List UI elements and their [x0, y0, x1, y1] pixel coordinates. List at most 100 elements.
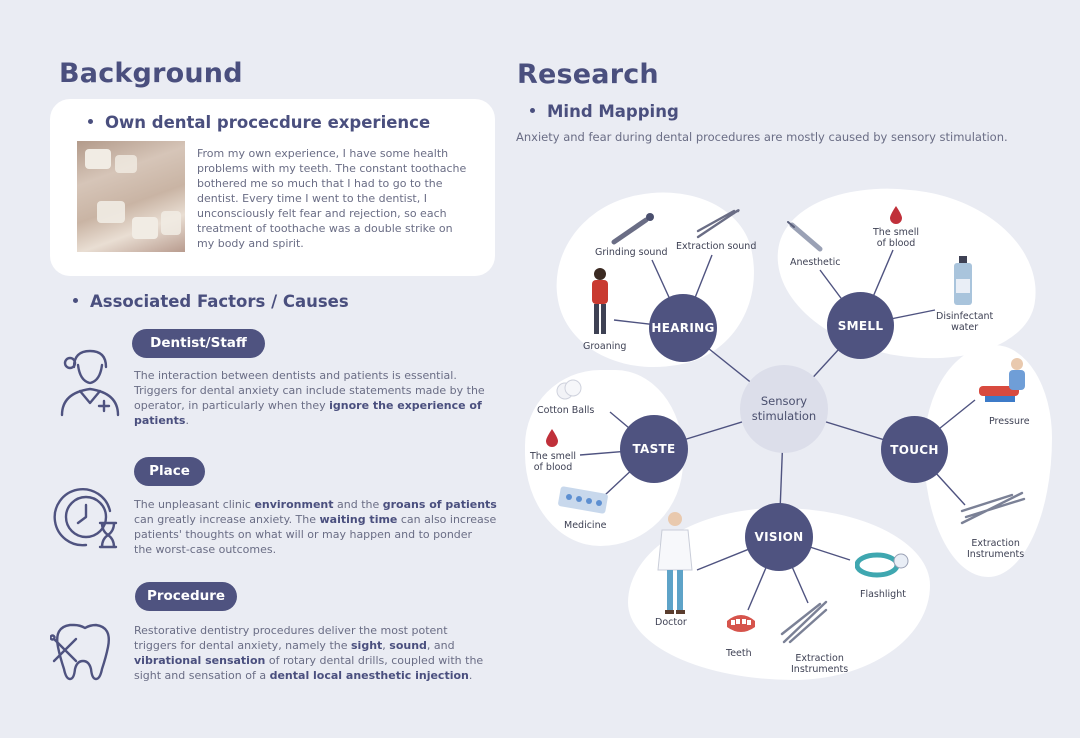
- text-segment: and the: [333, 498, 383, 511]
- extraction-instruments-icon: [960, 491, 1026, 525]
- factor-line: sight and sensation of a dental local an…: [134, 668, 504, 683]
- flashlight-headband-icon: [855, 552, 909, 578]
- emphasis-text: patients: [134, 414, 186, 427]
- tooth-tools-icon: [50, 623, 110, 681]
- factor-line: triggers for dental anxiety, namely the …: [134, 638, 504, 653]
- factor-text-procedure: Restorative dentistry procedures deliver…: [134, 623, 504, 683]
- text-segment: the worst-case outcomes.: [134, 543, 277, 556]
- text-segment: ,: [382, 639, 390, 652]
- center-label: stimulation: [751, 409, 817, 423]
- mind-mapping-heading: Mind Mapping: [530, 102, 679, 121]
- text-segment: .: [468, 669, 473, 682]
- research-caption: Anxiety and fear during dental procedure…: [516, 130, 1008, 144]
- background-title: Background: [59, 58, 243, 89]
- doctor-icon: [657, 512, 693, 614]
- label-line: water: [951, 321, 979, 333]
- syringe-icon: [787, 221, 823, 252]
- clock-hourglass-icon: [53, 488, 118, 549]
- factors-heading-text: Associated Factors / Causes: [90, 292, 349, 311]
- factor-pill-dentist-staff: Dentist/Staff: [132, 329, 265, 358]
- dental-drill-icon: [611, 213, 654, 245]
- factor-pill-place: Place: [134, 457, 205, 486]
- blood-drop-icon: [546, 429, 558, 447]
- research-title: Research: [517, 59, 659, 90]
- text-segment: of rotary dental drills, coupled with th…: [265, 654, 484, 667]
- label-extraction-sound: Extraction sound: [676, 241, 757, 252]
- text-segment: sight and sensation of a: [134, 669, 270, 682]
- factor-line: operator, in particularly when they igno…: [134, 398, 504, 413]
- experience-line: treatment of toothache was a double stri…: [197, 222, 453, 235]
- factor-line: the worst-case outcomes.: [134, 542, 504, 557]
- emphasis-text: sight: [351, 639, 383, 652]
- dentist-icon: [60, 349, 120, 417]
- pressure-dentist-chair-icon: [979, 358, 1025, 402]
- label-line: Instruments: [791, 663, 849, 675]
- emphasis-text: vibrational sensation: [134, 654, 266, 667]
- label-line: of blood: [876, 237, 916, 249]
- label-line: The smell: [530, 451, 577, 462]
- text-segment: Restorative dentistry procedures deliver…: [134, 624, 448, 637]
- experience-heading: Own dental procecdure experience: [88, 113, 430, 132]
- teeth-photo: [77, 141, 185, 252]
- node-smell: SMELL: [827, 292, 894, 359]
- label-line: Extraction: [795, 653, 844, 664]
- label-pressure: Pressure: [989, 416, 1030, 427]
- medicine-blister-icon: [558, 486, 608, 514]
- label-line: The smell: [873, 227, 920, 238]
- label-cotton-balls: Cotton Balls: [537, 405, 595, 416]
- extraction-instruments-icon: [780, 600, 828, 644]
- emphasis-text: ignore the experience of: [329, 399, 482, 412]
- text-segment: operator, in particularly when they: [134, 399, 330, 412]
- emphasis-text: environment: [254, 498, 334, 511]
- text-segment: can also increase: [397, 513, 497, 526]
- text-segment: Triggers for dental anxiety can include …: [134, 384, 485, 397]
- label-grinding-sound: Grinding sound: [595, 247, 668, 258]
- emphasis-text: groans of patients: [382, 498, 497, 511]
- factor-line: can greatly increase anxiety. The waitin…: [134, 512, 504, 527]
- factor-line: The interaction between dentists and pat…: [134, 368, 504, 383]
- experience-line: From my own experience, I have some heal…: [197, 147, 449, 160]
- blood-drop-icon: [890, 206, 902, 224]
- experience-line: my body and spirit.: [197, 237, 304, 250]
- experience-heading-text: Own dental procecdure experience: [105, 113, 431, 132]
- emphasis-text: dental local anesthetic injection: [269, 669, 469, 682]
- text-segment: .: [185, 414, 189, 427]
- node-hearing: HEARING: [649, 294, 717, 362]
- text-segment: The interaction between dentists and pat…: [134, 369, 457, 382]
- center-node-sensory-stimulation: Sensory stimulation: [740, 365, 828, 453]
- text-segment: triggers for dental anxiety, namely the: [134, 639, 351, 652]
- label-teeth: Teeth: [726, 648, 752, 659]
- factor-line: The unpleasant clinic environment and th…: [134, 497, 504, 512]
- factor-line: Restorative dentistry procedures deliver…: [134, 623, 504, 638]
- experience-line: bothered me so much that I had to go to …: [197, 177, 443, 190]
- extraction-forceps-icon: [696, 209, 740, 239]
- emphasis-text: waiting time: [319, 513, 398, 526]
- cotton-balls-icon: [556, 379, 582, 400]
- factor-line: patients' thoughts on what will or may h…: [134, 527, 504, 542]
- label-doctor: Doctor: [655, 617, 687, 628]
- label-groaning: Groaning: [583, 341, 627, 352]
- text-segment: , and: [426, 639, 455, 652]
- experience-line: dentist. Every time I went to the dentis…: [197, 192, 427, 205]
- mind-mapping-heading-text: Mind Mapping: [547, 102, 679, 121]
- experience-line: unconsciously felt fear and rejection, s…: [197, 207, 447, 220]
- label-line: Instruments: [967, 548, 1025, 560]
- factor-pill-procedure: Procedure: [135, 582, 237, 611]
- experience-line: problems with my teeth. The constant too…: [197, 162, 467, 175]
- factor-line: patients.: [134, 413, 504, 428]
- label-line: of blood: [533, 461, 573, 473]
- label-medicine: Medicine: [564, 520, 607, 531]
- node-vision: VISION: [745, 503, 813, 571]
- label-flashlight: Flashlight: [860, 589, 906, 600]
- label-line: Extraction: [971, 538, 1020, 549]
- experience-paragraph: From my own experience, I have some heal…: [197, 146, 492, 251]
- factor-line: Triggers for dental anxiety can include …: [134, 383, 504, 398]
- factor-line: vibrational sensation of rotary dental d…: [134, 653, 504, 668]
- disinfectant-bottle-icon: [954, 256, 972, 305]
- label-anesthetic: Anesthetic: [790, 257, 841, 268]
